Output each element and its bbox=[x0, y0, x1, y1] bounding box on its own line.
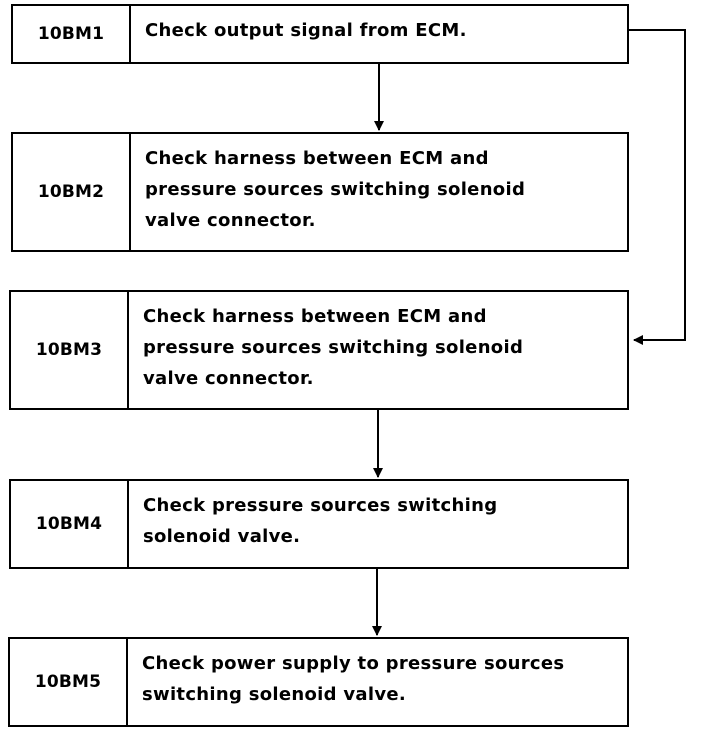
step-10bm2: 10BM2 Check harness between ECM and pres… bbox=[11, 132, 629, 252]
step-code: 10BM1 bbox=[13, 6, 131, 62]
step-10bm4: 10BM4 Check pressure sources switching s… bbox=[9, 479, 629, 569]
step-description: Check harness between ECM and pressure s… bbox=[143, 305, 524, 389]
step-10bm3: 10BM3 Check harness between ECM and pres… bbox=[9, 290, 629, 410]
step-description: Check pressure sources switching solenoi… bbox=[143, 495, 498, 547]
step-code: 10BM5 bbox=[10, 639, 128, 725]
step-description: Check harness between ECM and pressure s… bbox=[145, 147, 526, 231]
arrow-step1-to-step3-bypass bbox=[629, 29, 686, 345]
step-description: Check output signal from ECM. bbox=[145, 19, 467, 41]
step-10bm1: 10BM1 Check output signal from ECM. bbox=[11, 4, 629, 64]
step-description: Check power supply to pressure sources s… bbox=[142, 653, 565, 705]
step-10bm5: 10BM5 Check power supply to pressure sou… bbox=[8, 637, 629, 727]
step-code: 10BM3 bbox=[11, 292, 129, 408]
step-code: 10BM2 bbox=[13, 134, 131, 250]
step-code: 10BM4 bbox=[11, 481, 129, 567]
